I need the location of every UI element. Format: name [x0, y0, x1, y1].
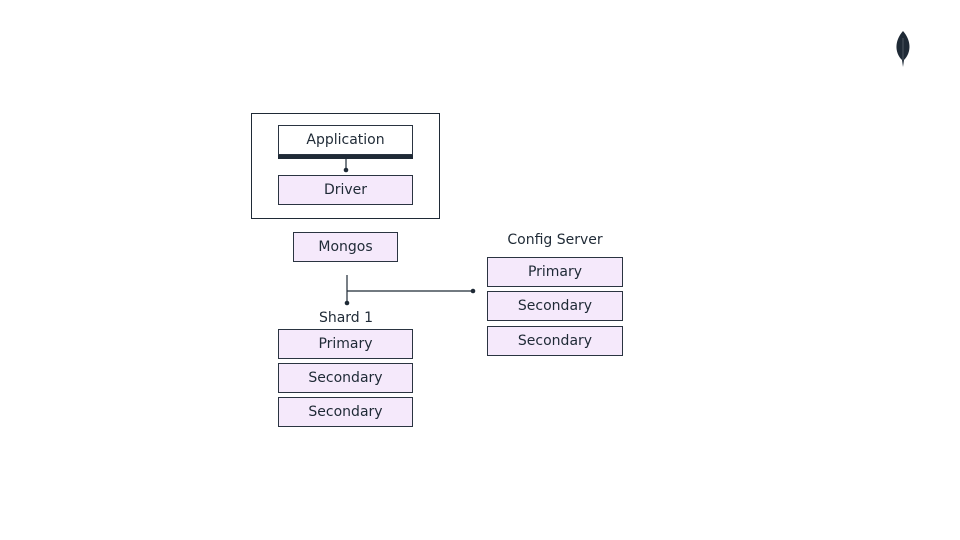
shard-member: Secondary [278, 363, 413, 393]
config-member-label: Primary [527, 264, 583, 280]
shard-member-label: Secondary [308, 370, 383, 386]
application-node: Application [278, 125, 413, 155]
app-driver-endpoint [343, 167, 349, 173]
mongos-label: Mongos [318, 239, 373, 255]
config-member: Secondary [487, 326, 623, 356]
config-member-label: Secondary [517, 333, 593, 349]
shard-member: Secondary [278, 397, 413, 427]
config-endpoint [470, 288, 476, 294]
config-member-label: Secondary [517, 298, 593, 314]
config-member: Secondary [487, 291, 623, 321]
shard-member: Primary [278, 329, 413, 359]
shard-member-label: Primary [318, 336, 373, 352]
application-underline [278, 155, 413, 159]
leaf-icon [896, 31, 910, 67]
config-member: Primary [487, 257, 623, 287]
config-server-title: Config Server [507, 232, 603, 248]
mongos-node: Mongos [293, 232, 398, 262]
shard-endpoint [344, 300, 350, 306]
application-label: Application [306, 132, 385, 148]
driver-label: Driver [323, 182, 368, 198]
shard-title: Shard 1 [318, 310, 374, 326]
driver-node: Driver [278, 175, 413, 205]
shard-member-label: Secondary [308, 404, 383, 420]
